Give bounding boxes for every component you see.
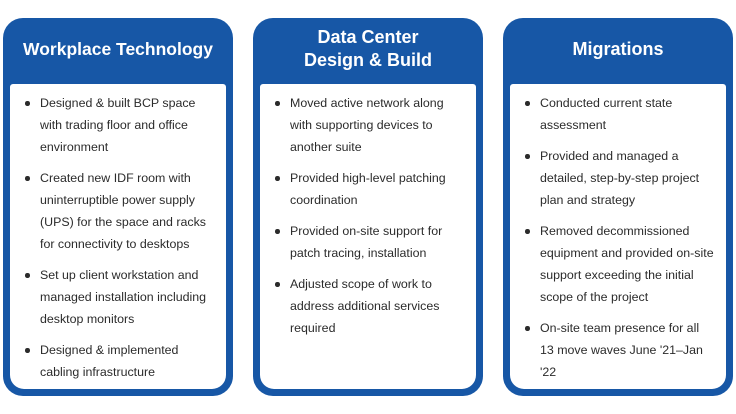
card-body: Designed & built BCP space with trading … bbox=[10, 84, 226, 389]
card-body: Conducted current state assessment Provi… bbox=[510, 84, 726, 389]
bullet-list: Designed & built BCP space with trading … bbox=[24, 92, 216, 383]
list-item: Provided on-site support for patch traci… bbox=[274, 220, 466, 264]
list-item: Provided and managed a detailed, step-by… bbox=[524, 145, 716, 211]
list-item: Removed decommissioned equipment and pro… bbox=[524, 220, 716, 308]
list-item: Provided high-level patching coordinatio… bbox=[274, 167, 466, 211]
list-item: Designed & implemented cabling infrastru… bbox=[24, 339, 216, 383]
card-title-text: Data Center Design & Build bbox=[303, 27, 432, 70]
workplace-technology-card: Workplace Technology Designed & built BC… bbox=[3, 18, 233, 396]
migrations-card: Migrations Conducted current state asses… bbox=[503, 18, 733, 396]
list-item: Designed & built BCP space with trading … bbox=[24, 92, 216, 158]
card-title-text: Migrations bbox=[572, 38, 664, 59]
card-title-text: Workplace Technology bbox=[23, 38, 213, 59]
list-item: Conducted current state assessment bbox=[524, 92, 716, 136]
list-item: On-site team presence for all 13 move wa… bbox=[524, 317, 716, 383]
list-item: Created new IDF room with uninterruptibl… bbox=[24, 167, 216, 255]
list-item: Moved active network along with supporti… bbox=[274, 92, 466, 158]
card-title: Workplace Technology bbox=[3, 18, 233, 80]
list-item: Set up client workstation and managed in… bbox=[24, 264, 216, 330]
card-body: Moved active network along with supporti… bbox=[260, 84, 476, 389]
data-center-card: Data Center Design & Build Moved active … bbox=[253, 18, 483, 396]
card-title: Migrations bbox=[503, 18, 733, 80]
card-title: Data Center Design & Build bbox=[253, 18, 483, 80]
bullet-list: Conducted current state assessment Provi… bbox=[524, 92, 716, 383]
list-item: Adjusted scope of work to address additi… bbox=[274, 273, 466, 339]
bullet-list: Moved active network along with supporti… bbox=[274, 92, 466, 339]
